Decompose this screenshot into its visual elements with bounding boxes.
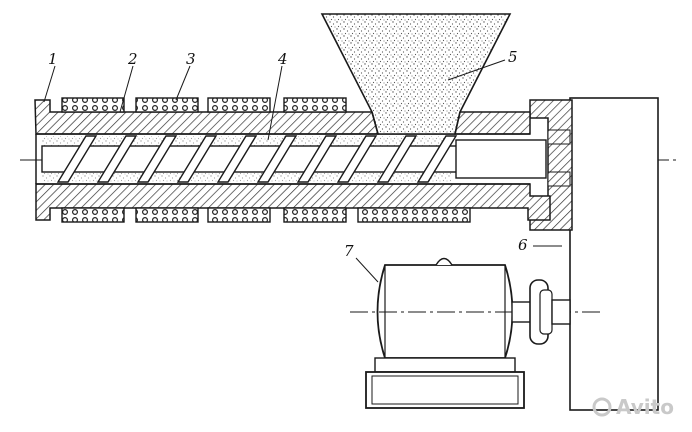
screw-flight: [296, 135, 338, 183]
label-barrel-wall: 2: [127, 50, 138, 68]
label-hopper: 5: [508, 48, 518, 66]
heater-band: [61, 207, 125, 223]
label-heaters: 3: [186, 50, 196, 68]
watermark-logo-icon: [592, 397, 612, 417]
heater-band: [357, 207, 471, 223]
screw-flight: [56, 135, 98, 183]
screw-flight: [176, 135, 218, 183]
heater-band: [207, 207, 271, 223]
screw-flight: [256, 135, 298, 183]
leader-lines: [43, 59, 562, 283]
screw-flight: [416, 135, 458, 183]
screw-flight: [96, 135, 138, 183]
heater-band: [283, 207, 347, 223]
screw: [41, 135, 547, 183]
heater-band: [135, 97, 199, 113]
heater-band: [207, 97, 271, 113]
screw-flight: [336, 135, 378, 183]
label-gearbox: 6: [518, 236, 528, 254]
hopper: [320, 13, 512, 135]
label-screw: 4: [277, 50, 288, 68]
screw-flight: [376, 135, 418, 183]
watermark-text: Avito: [616, 395, 674, 419]
heater-bands: [61, 97, 471, 223]
gearbox-housing: [529, 97, 659, 411]
heater-band: [61, 97, 125, 113]
coupling: [511, 279, 571, 345]
screw-flight: [216, 135, 258, 183]
heater-band: [283, 97, 347, 113]
screw-flight: [136, 135, 178, 183]
motor: [365, 257, 525, 409]
label-barrel: 1: [48, 50, 58, 68]
label-motor: 7: [344, 242, 354, 260]
heater-band: [135, 207, 199, 223]
